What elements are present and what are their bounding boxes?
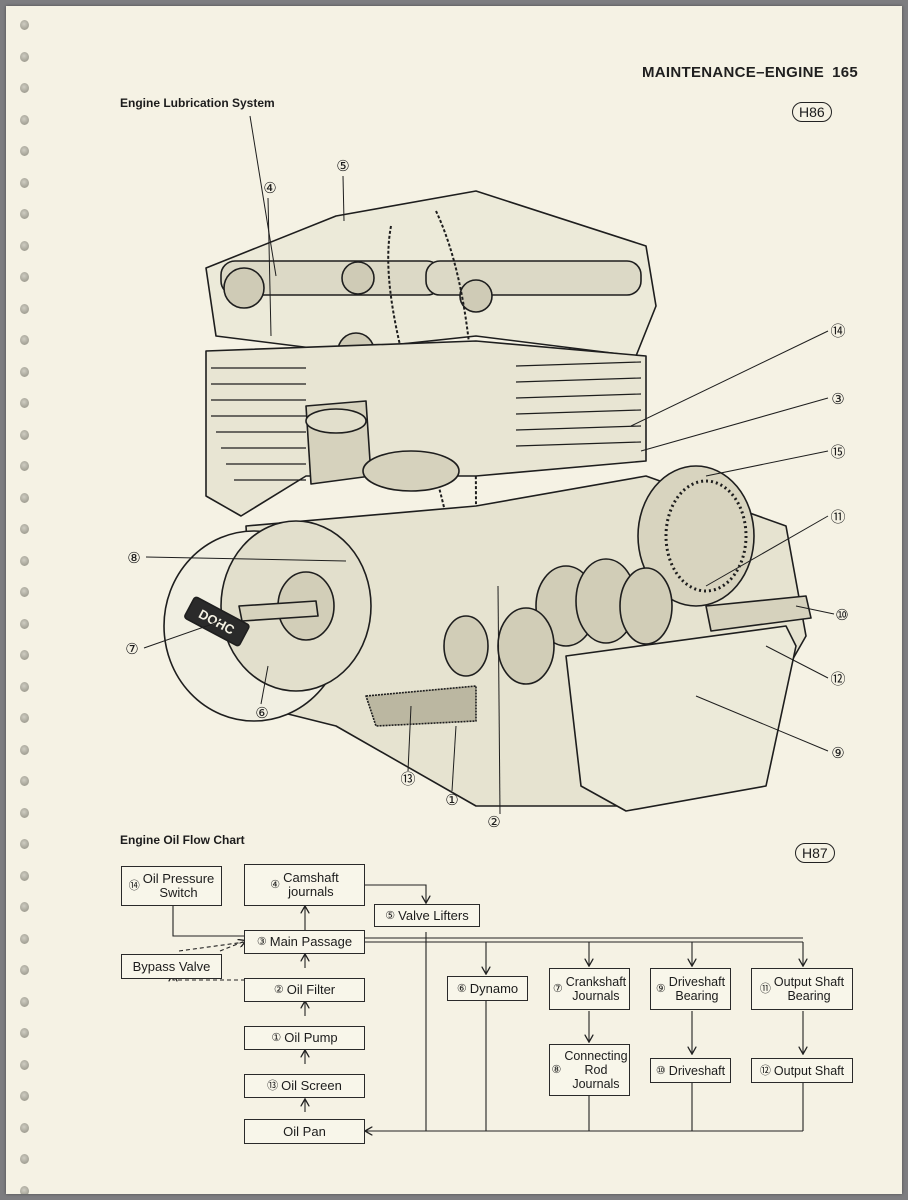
page-number: 165: [832, 64, 858, 81]
binding-hole: [20, 1122, 29, 1133]
binding-hole: [20, 965, 29, 975]
binding-hole: [20, 555, 29, 566]
binding-hole: [20, 587, 29, 597]
binding-hole: [20, 902, 29, 912]
lubrication-figure-title: Engine Lubrication System: [120, 96, 275, 110]
binding-hole: [20, 177, 29, 188]
callout-11: ⑪: [830, 508, 845, 526]
binding-hole: [20, 807, 29, 818]
binding-hole: [20, 839, 29, 849]
binding-hole: [20, 713, 29, 723]
manual-page: MAINTENANCE–ENGINE 165 Engine Lubrication…: [6, 6, 902, 1194]
callout-7: ⑦: [125, 640, 138, 658]
callout-9: ⑨: [831, 744, 844, 762]
binding-hole: [20, 744, 29, 755]
callout-1: ①: [445, 791, 458, 809]
binding-hole: [20, 398, 29, 408]
callout-13: ⑬: [400, 770, 415, 788]
binding-hole: [20, 1028, 29, 1038]
binding-hole: [20, 1091, 29, 1101]
callout-10: ⑩: [835, 606, 848, 624]
callout-8: ⑧: [127, 549, 140, 567]
binding-hole: [20, 366, 29, 377]
binding-hole: [20, 650, 29, 660]
callout-5: ⑤: [336, 157, 349, 175]
binding-hole: [20, 114, 29, 125]
node-bypass-valve: Bypass Valve: [121, 954, 222, 979]
header-section: MAINTENANCE–ENGINE: [641, 64, 825, 81]
binding-hole: [20, 20, 29, 30]
binding-hole: [20, 146, 29, 156]
figure-code-h87: H87: [795, 843, 835, 863]
callout-6: ⑥: [255, 704, 268, 722]
binding-hole: [20, 429, 29, 440]
binding-hole: [20, 996, 29, 1007]
binding-hole: [20, 240, 29, 251]
binding-hole: [20, 933, 29, 944]
binding-hole: [20, 209, 29, 219]
binding-hole: [20, 51, 29, 62]
spiral-binding-holes: [6, 6, 46, 1194]
callout-12: ⑫: [830, 670, 845, 688]
binding-hole: [20, 461, 29, 471]
flow-chart-title: Engine Oil Flow Chart: [120, 833, 245, 847]
binding-hole: [20, 618, 29, 629]
binding-hole: [20, 1154, 29, 1164]
callout-2: ②: [487, 813, 500, 831]
callout-15: ⑮: [830, 443, 845, 461]
binding-hole: [20, 870, 29, 881]
engine-cutaway-illustration: DOHC ④ ⑤ ⑭ ③ ⑮: [125, 115, 849, 831]
binding-hole: [20, 335, 29, 345]
callout-14: ⑭: [830, 322, 845, 340]
binding-hole: [20, 776, 29, 786]
callout-3: ③: [831, 390, 844, 408]
binding-hole: [20, 492, 29, 503]
figure-code-h86: H86: [792, 102, 832, 122]
callout-4: ④: [263, 179, 276, 197]
page-header: MAINTENANCE–ENGINE 165: [642, 64, 858, 81]
node-oil-pan: Oil Pan: [244, 1119, 365, 1144]
binding-hole: [20, 1185, 29, 1194]
binding-hole: [20, 524, 29, 534]
binding-hole: [20, 83, 29, 93]
binding-hole: [20, 681, 29, 692]
binding-hole: [20, 1059, 29, 1070]
binding-hole: [20, 303, 29, 314]
binding-hole: [20, 272, 29, 282]
